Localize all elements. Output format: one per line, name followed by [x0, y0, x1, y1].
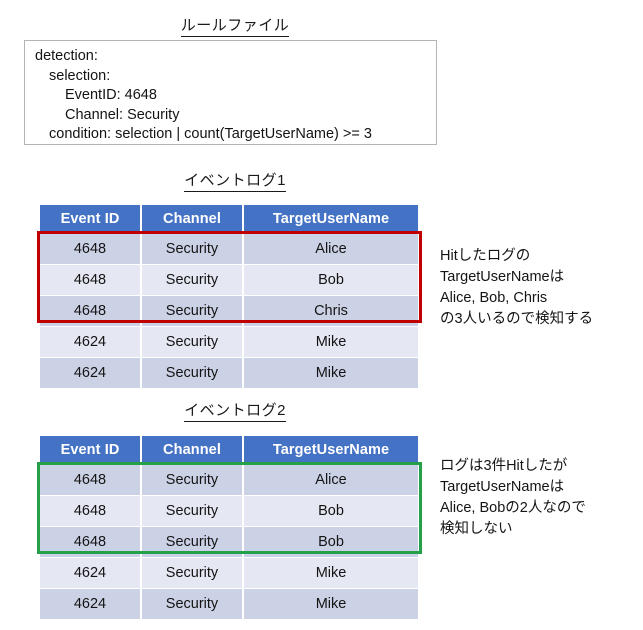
annotation-log-2-line-1: ログは3件Hitしたが [440, 458, 568, 474]
table-row: 4648 Security Bob [40, 264, 418, 296]
table-row: 4624 Security Mike [40, 357, 418, 389]
event-log-2-table: Event ID Channel TargetUserName 4648 Sec… [40, 436, 418, 620]
cell-target-user-name: Mike [243, 557, 418, 589]
cell-channel: Security [141, 495, 244, 527]
event-log-2-title-text: イベントログ2 [184, 399, 286, 422]
table-header-row: Event ID Channel TargetUserName [40, 436, 418, 465]
column-header-target-user-name: TargetUserName [243, 205, 418, 234]
annotation-log-1: Hitしたログの TargetUserNameは Alice, Bob, Chr… [440, 246, 593, 330]
column-header-channel: Channel [141, 205, 244, 234]
rule-file-box: detection: selection: EventID: 4648 Chan… [24, 40, 437, 145]
cell-channel: Security [141, 357, 244, 389]
cell-event-id: 4648 [40, 264, 142, 296]
rule-line-selection: selection: [49, 67, 111, 84]
table-row: 4624 Security Mike [40, 588, 418, 620]
cell-target-user-name: Alice [243, 233, 418, 265]
annotation-log-2: ログは3件Hitしたが TargetUserNameは Alice, Bobの2… [440, 456, 586, 540]
rule-file-title: ルールファイル [0, 14, 470, 37]
rule-file-title-text: ルールファイル [180, 14, 290, 37]
annotation-log-1-line-4: の3人いるので検知する [440, 311, 594, 327]
table-row: 4648 Security Alice [40, 464, 418, 496]
cell-target-user-name: Mike [243, 588, 418, 620]
table-row: 4624 Security Mike [40, 557, 418, 589]
cell-event-id: 4648 [40, 295, 142, 327]
cell-target-user-name: Bob [243, 526, 418, 558]
cell-target-user-name: Alice [243, 464, 418, 496]
cell-channel: Security [141, 557, 244, 589]
cell-event-id: 4624 [40, 557, 142, 589]
cell-event-id: 4624 [40, 357, 142, 389]
cell-event-id: 4648 [40, 495, 142, 527]
rule-line-eventid: EventID: 4648 [65, 87, 157, 103]
annotation-log-2-line-3: Alice, Bobの2人なので [440, 500, 586, 516]
rule-line-condition: condition: selection | count(TargetUserN… [49, 126, 372, 142]
table-row: 4648 Security Alice [40, 233, 418, 265]
cell-channel: Security [141, 526, 244, 558]
annotation-log-1-line-3: Alice, Bob, Chris [440, 290, 548, 306]
cell-channel: Security [141, 295, 244, 327]
cell-channel: Security [141, 264, 244, 296]
rule-line-channel: Channel: Security [65, 106, 180, 123]
cell-channel: Security [141, 588, 244, 620]
cell-event-id: 4648 [40, 464, 142, 496]
cell-target-user-name: Mike [243, 326, 418, 358]
rule-line-detection: detection: [35, 48, 98, 64]
event-log-1-title: イベントログ1 [0, 169, 470, 192]
table-header-row: Event ID Channel TargetUserName [40, 205, 418, 234]
annotation-log-1-line-2: TargetUserNameは [440, 269, 565, 285]
cell-event-id: 4624 [40, 326, 142, 358]
cell-target-user-name: Chris [243, 295, 418, 327]
event-log-1-table: Event ID Channel TargetUserName 4648 Sec… [40, 205, 418, 389]
cell-event-id: 4648 [40, 233, 142, 265]
column-header-target-user-name: TargetUserName [243, 436, 418, 465]
cell-target-user-name: Bob [243, 495, 418, 527]
event-log-1-title-text: イベントログ1 [184, 169, 286, 192]
column-header-channel: Channel [141, 436, 244, 465]
cell-channel: Security [141, 233, 244, 265]
table-row: 4648 Security Bob [40, 495, 418, 527]
table-row: 4648 Security Bob [40, 526, 418, 558]
cell-target-user-name: Bob [243, 264, 418, 296]
event-log-2-title: イベントログ2 [0, 399, 470, 422]
column-header-event-id: Event ID [40, 436, 142, 465]
annotation-log-2-line-2: TargetUserNameは [440, 479, 565, 495]
cell-target-user-name: Mike [243, 357, 418, 389]
table-row: 4648 Security Chris [40, 295, 418, 327]
table-row: 4624 Security Mike [40, 326, 418, 358]
annotation-log-1-line-1: Hitしたログの [440, 248, 531, 264]
annotation-log-2-line-4: 検知しない [440, 521, 513, 537]
column-header-event-id: Event ID [40, 205, 142, 234]
cell-channel: Security [141, 464, 244, 496]
cell-channel: Security [141, 326, 244, 358]
cell-event-id: 4624 [40, 588, 142, 620]
cell-event-id: 4648 [40, 526, 142, 558]
